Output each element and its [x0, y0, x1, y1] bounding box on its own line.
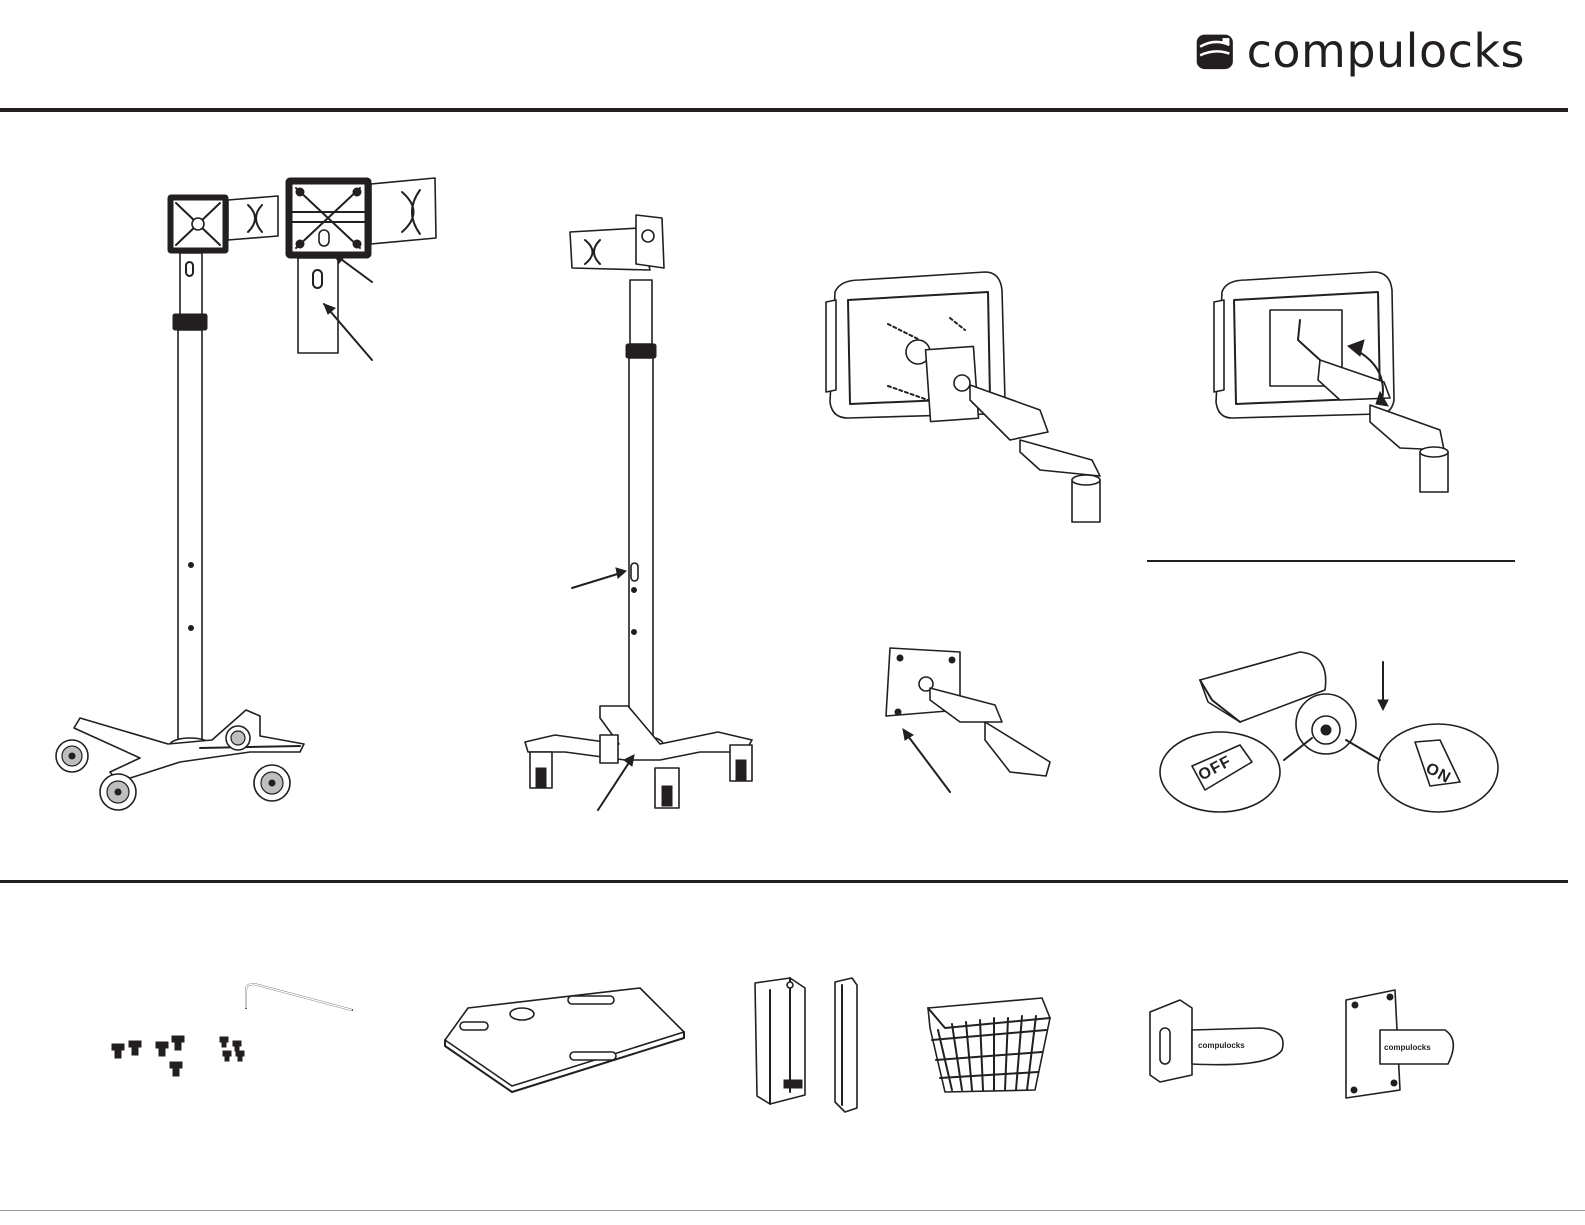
pole-clamp-bracket-icon: compulocks: [1150, 1000, 1283, 1082]
hex-key-icon: [246, 984, 352, 1010]
vesa-brand-text: compulocks: [1384, 1043, 1431, 1052]
wire-basket-icon: [928, 998, 1050, 1092]
screws-icon: [112, 1036, 244, 1076]
pole-clamp-vesa-icon: compulocks: [1346, 990, 1453, 1098]
clamp-brand-text: compulocks: [1198, 1041, 1245, 1050]
base-plate-icon: [445, 988, 684, 1092]
mounting-bracket-icon: [835, 978, 857, 1112]
cable-cover-icon: [755, 978, 805, 1104]
